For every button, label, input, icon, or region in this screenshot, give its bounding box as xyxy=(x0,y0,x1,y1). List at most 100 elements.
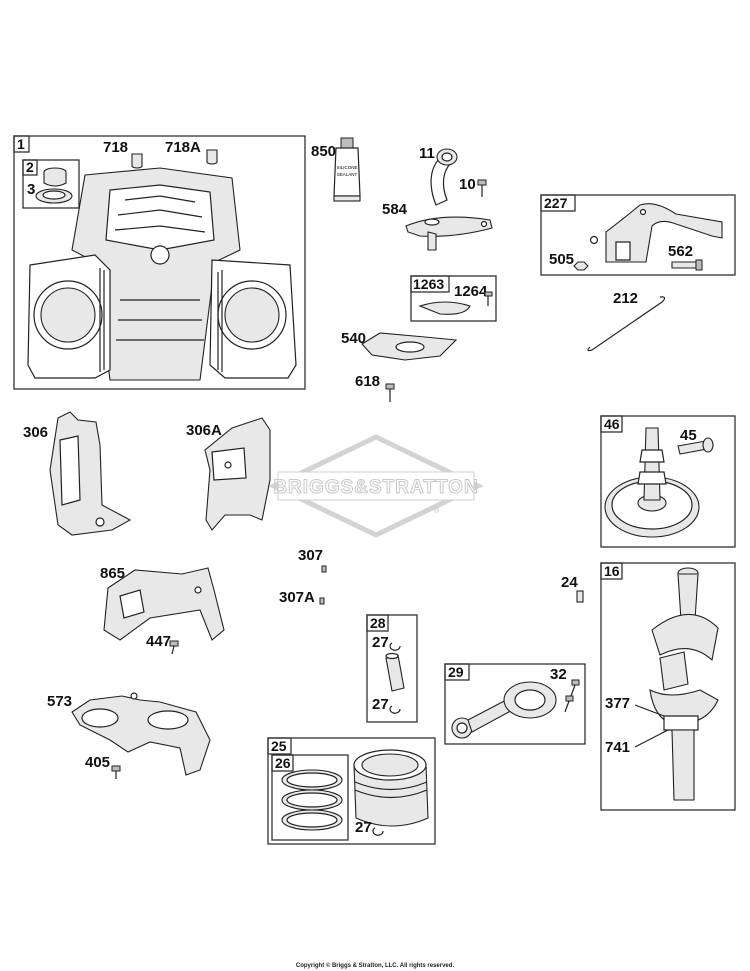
nut-part-505 xyxy=(573,261,589,271)
box-1263-frame xyxy=(410,275,497,322)
baffle-part-865: 865 xyxy=(100,565,225,641)
callout-584: 584 xyxy=(382,201,408,218)
retaining-ring-27-bottom xyxy=(389,705,401,714)
box-1263-tag xyxy=(410,275,450,293)
box-25-tag xyxy=(267,737,292,755)
sealant-label-line1: SILICONE xyxy=(336,165,357,170)
watermark-text: BRIGGS&STRATTON xyxy=(273,477,478,498)
box-26-frame xyxy=(271,754,349,841)
group-227: 227 505 562 xyxy=(540,194,736,276)
screw-part-447: 447 xyxy=(146,633,179,655)
group-connecting-rod-29: 29 32 xyxy=(444,663,586,745)
box-29-frame xyxy=(444,663,586,745)
box-28-frame xyxy=(366,614,418,723)
box-16-label: 16 xyxy=(604,563,620,579)
control-bracket-227 xyxy=(605,203,723,263)
callout-447: 447 xyxy=(146,633,171,650)
screw-part-1264 xyxy=(484,291,493,306)
callout-618: 618 xyxy=(355,373,380,390)
washer-227 xyxy=(589,235,599,245)
sealant-label-line2: SEALANT xyxy=(337,172,358,177)
callout-307a: 307A xyxy=(279,589,315,606)
callout-718a: 718A xyxy=(165,139,201,156)
box-28-label: 28 xyxy=(370,615,386,631)
group-piston-25: 25 26 27 xyxy=(267,737,436,845)
screw-part-562 xyxy=(671,259,703,271)
leader-741 xyxy=(634,729,669,748)
seal-part-3 xyxy=(35,188,73,204)
shroud-part-306a: 306A xyxy=(186,417,271,531)
piston-rings-26 xyxy=(281,769,343,831)
callout-1264: 1264 xyxy=(454,283,488,300)
group-camshaft-46: 46 45 xyxy=(600,415,736,548)
callout-865: 865 xyxy=(100,565,125,582)
box-227-tag xyxy=(540,194,576,212)
crankshaft-16 xyxy=(649,567,719,801)
callout-540: 540 xyxy=(341,330,366,347)
callout-10: 10 xyxy=(459,176,476,193)
callout-306: 306 xyxy=(23,424,48,441)
key-part-24: 24 xyxy=(561,574,584,603)
callout-562: 562 xyxy=(668,243,693,260)
callout-307: 307 xyxy=(298,547,323,564)
box-2-frame xyxy=(22,159,80,209)
screw-part-10: 10 xyxy=(459,176,487,197)
callout-32: 32 xyxy=(550,666,567,683)
box-46-label: 46 xyxy=(604,416,620,432)
briggs-stratton-watermark: BRIGGS&STRATTON ® xyxy=(268,434,484,538)
box-2-tag xyxy=(22,159,38,176)
box-26-label: 26 xyxy=(275,755,291,771)
box-29-label: 29 xyxy=(448,664,464,680)
box-25-label: 25 xyxy=(271,738,287,754)
box-227-frame xyxy=(540,194,736,276)
group-cylinder-assembly: 1 2 3 718 718A xyxy=(13,135,306,390)
callout-27-bottom: 27 xyxy=(372,696,389,713)
box-46-tag xyxy=(600,415,623,433)
retaining-ring-27-piston xyxy=(372,827,384,836)
screw-part-32-a xyxy=(570,679,580,697)
connecting-rod-29 xyxy=(451,681,557,739)
box-46-frame xyxy=(600,415,736,548)
dowel-pin-718a xyxy=(206,149,218,165)
governor-link-part-212: 212 xyxy=(587,290,666,352)
callout-377: 377 xyxy=(605,695,630,712)
governor-arm-1263 xyxy=(418,301,471,315)
box-26-tag xyxy=(271,754,294,772)
box-16-frame xyxy=(600,562,736,811)
callout-24: 24 xyxy=(561,574,578,591)
callout-3: 3 xyxy=(27,181,35,198)
callout-306a: 306A xyxy=(186,422,222,439)
shaft-pin-part-45 xyxy=(677,437,714,455)
retaining-ring-27-top xyxy=(389,642,401,651)
box-1-label: 1 xyxy=(17,136,25,152)
bracket-part-584: 584 xyxy=(382,201,493,251)
screw-part-32-b xyxy=(564,695,574,713)
breather-tube-part-11: 11 xyxy=(419,145,458,206)
box-28-tag xyxy=(366,614,389,632)
cylinder-block xyxy=(27,167,297,381)
screw-part-405: 405 xyxy=(85,754,121,779)
leader-377 xyxy=(634,704,665,717)
callout-573: 573 xyxy=(47,693,72,710)
dowel-part-307: 307 xyxy=(298,547,327,573)
watermark-trademark: ® xyxy=(434,507,440,515)
box-29-tag xyxy=(444,663,470,681)
bushing-part-2 xyxy=(43,167,67,187)
box-1-frame xyxy=(13,135,306,390)
callout-741: 741 xyxy=(605,739,630,756)
sealant-tube-part-850: 850 SILICONE SEALANT xyxy=(311,137,361,202)
gasket-part-540: 540 xyxy=(341,330,458,361)
group-crankshaft-16: 16 377 741 xyxy=(600,562,736,811)
callout-45: 45 xyxy=(680,427,697,444)
piston-25 xyxy=(353,749,429,827)
callout-27-top: 27 xyxy=(372,634,389,651)
box-1263-label: 1263 xyxy=(413,276,444,292)
copyright-notice: Copyright © Briggs & Stratton, LLC. All … xyxy=(295,963,455,969)
group-1263: 1263 1264 xyxy=(410,275,497,322)
piston-pin-28 xyxy=(385,652,405,692)
box-16-tag xyxy=(600,562,623,580)
callout-212: 212 xyxy=(613,290,638,307)
shroud-part-306: 306 xyxy=(23,411,132,536)
dowel-part-307a: 307A xyxy=(279,589,325,606)
